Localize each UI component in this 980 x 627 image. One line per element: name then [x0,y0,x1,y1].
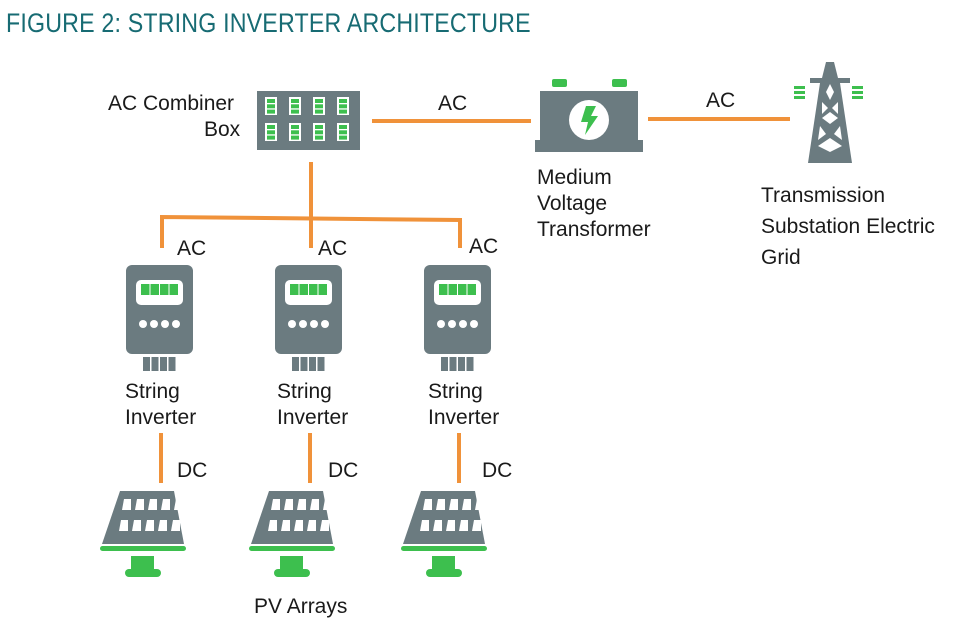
grid-label-line1: Transmission [761,184,886,207]
wire-label-combiner-transformer: AC [438,92,468,115]
grid-label-line2: Substation Electric [761,215,935,238]
grid-label-line3: Grid [761,246,801,269]
solar-panel-icon [100,491,186,577]
inverter-1-label-line2: Inverter [125,406,197,429]
combiner-breaker-icon [313,123,325,141]
wires [159,117,790,483]
wire-label-pv-dc-1: DC [177,459,208,482]
combiner-breaker-icon [289,97,301,115]
pv-arrays-label: PV Arrays [254,595,348,618]
wire-label-inverter-ac-2: AC [318,237,348,260]
inverter-2-label-line2: Inverter [277,406,349,429]
combiner-box-icon [257,91,360,150]
inverter-1-label-line1: String [125,380,180,403]
wire-label-transformer-grid: AC [706,89,736,112]
wire-label-pv-dc-3: DC [482,459,513,482]
solar-panel-icon [401,491,487,577]
combiner-breaker-icon [289,123,301,141]
inverter-3-label-line1: String [428,380,483,403]
combiner-breaker-icon [265,97,277,115]
combiner-breaker-icon [337,97,349,115]
combiner-breaker-icon [337,123,349,141]
string-inverter-icon [275,265,342,371]
lightning-bolt-icon [581,106,598,135]
transformer-label-line2: Voltage [537,192,608,215]
combiner-label-line2: Box [204,118,241,141]
solar-panel-icon [249,491,335,577]
figure-title: FIGURE 2: STRING INVERTER ARCHITECTURE [6,8,531,38]
inverter-3-label-line2: Inverter [428,406,500,429]
string-inverter-icon [126,265,193,371]
transformer-label-line1: Medium [537,166,612,189]
transformer-label-line3: Transformer [537,218,651,241]
transformer-icon [535,79,643,152]
wire-label-pv-dc-2: DC [328,459,359,482]
wire-label-inverter-ac-3: AC [469,235,499,258]
combiner-breaker-icon [265,123,277,141]
combiner-label-line1: AC Combiner [108,92,235,115]
combiner-breaker-icon [313,97,325,115]
transmission-tower-icon [794,62,863,163]
wire-label-inverter-ac-1: AC [177,237,207,260]
wire-ac-bus [160,214,462,248]
string-inverter-icon [424,265,491,371]
inverter-2-label-line1: String [277,380,332,403]
